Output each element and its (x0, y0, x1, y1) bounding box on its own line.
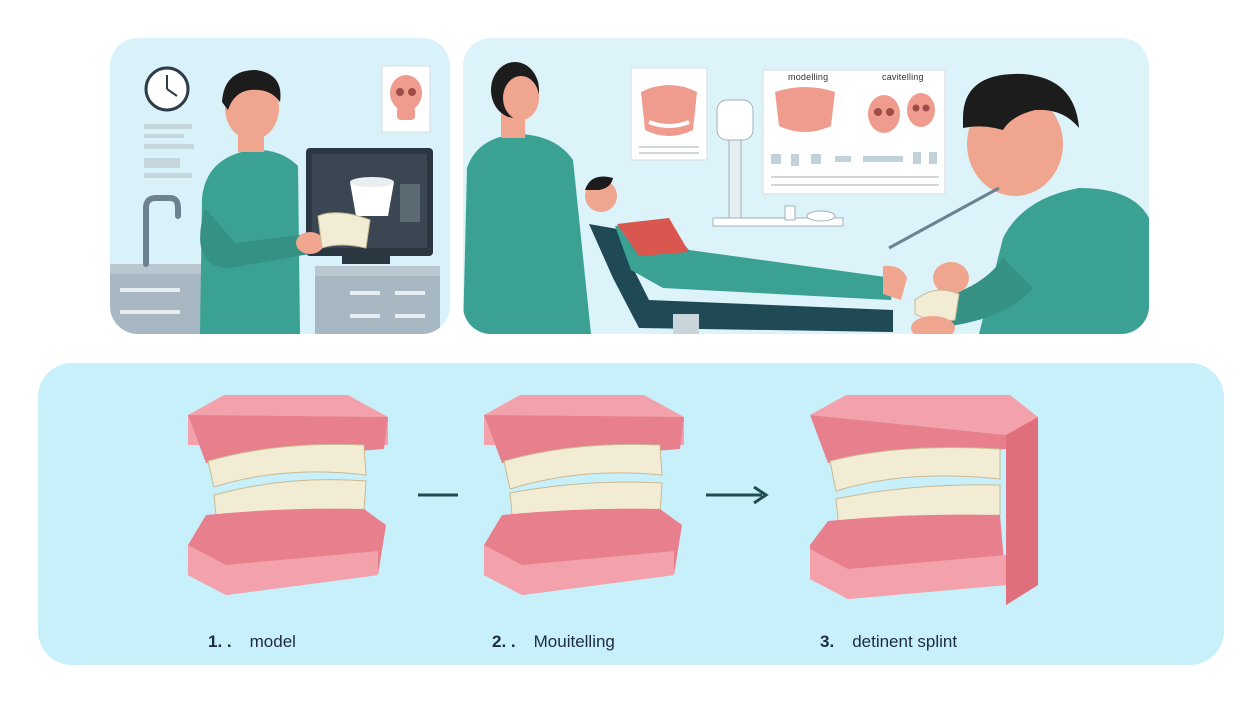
poster-label-modelling: modelling (788, 72, 829, 82)
dentist-patient-scene-panel (463, 38, 1149, 334)
computer-monitor (306, 148, 433, 264)
step-3-number: 3. (820, 632, 835, 651)
step-3-dental-splint (810, 395, 1038, 605)
dental-light-stand (712, 99, 844, 227)
step-2-label: Mouitelling (533, 632, 615, 651)
step-1-caption: 1. . model (208, 632, 296, 652)
process-steps-illustration (188, 395, 1038, 605)
dentist-standing-figure (463, 62, 591, 334)
step-3-caption: 3. detinent splint (820, 632, 957, 652)
technician-figure (200, 70, 324, 334)
step-1-label: model (249, 632, 296, 651)
step-2-dental-model (484, 395, 684, 595)
dentist-working-figure (888, 73, 1149, 334)
poster-label-cavitelling: cavitelling (882, 72, 924, 82)
faucet-icon (143, 195, 181, 267)
technician-scene-panel (110, 38, 450, 334)
dentist-patient-illustration (463, 62, 1149, 334)
wall-clock-icon (144, 66, 190, 112)
process-steps-panel (38, 363, 1224, 665)
step-2-number: 2. . (492, 632, 516, 651)
wall-notes (144, 124, 194, 178)
step-arrow-icon (706, 485, 769, 505)
skull-poster (381, 65, 431, 133)
step-3-label: detinent splint (852, 632, 958, 651)
step-1-dental-model (188, 395, 388, 595)
step-1-number: 1. . (208, 632, 232, 651)
patient-in-chair (585, 176, 907, 334)
dental-chart-poster (762, 69, 946, 195)
dental-model-held (317, 212, 371, 249)
jaw-poster (630, 67, 708, 161)
technician-scene-illustration (110, 65, 440, 334)
step-2-caption: 2. . Mouitelling (492, 632, 615, 652)
